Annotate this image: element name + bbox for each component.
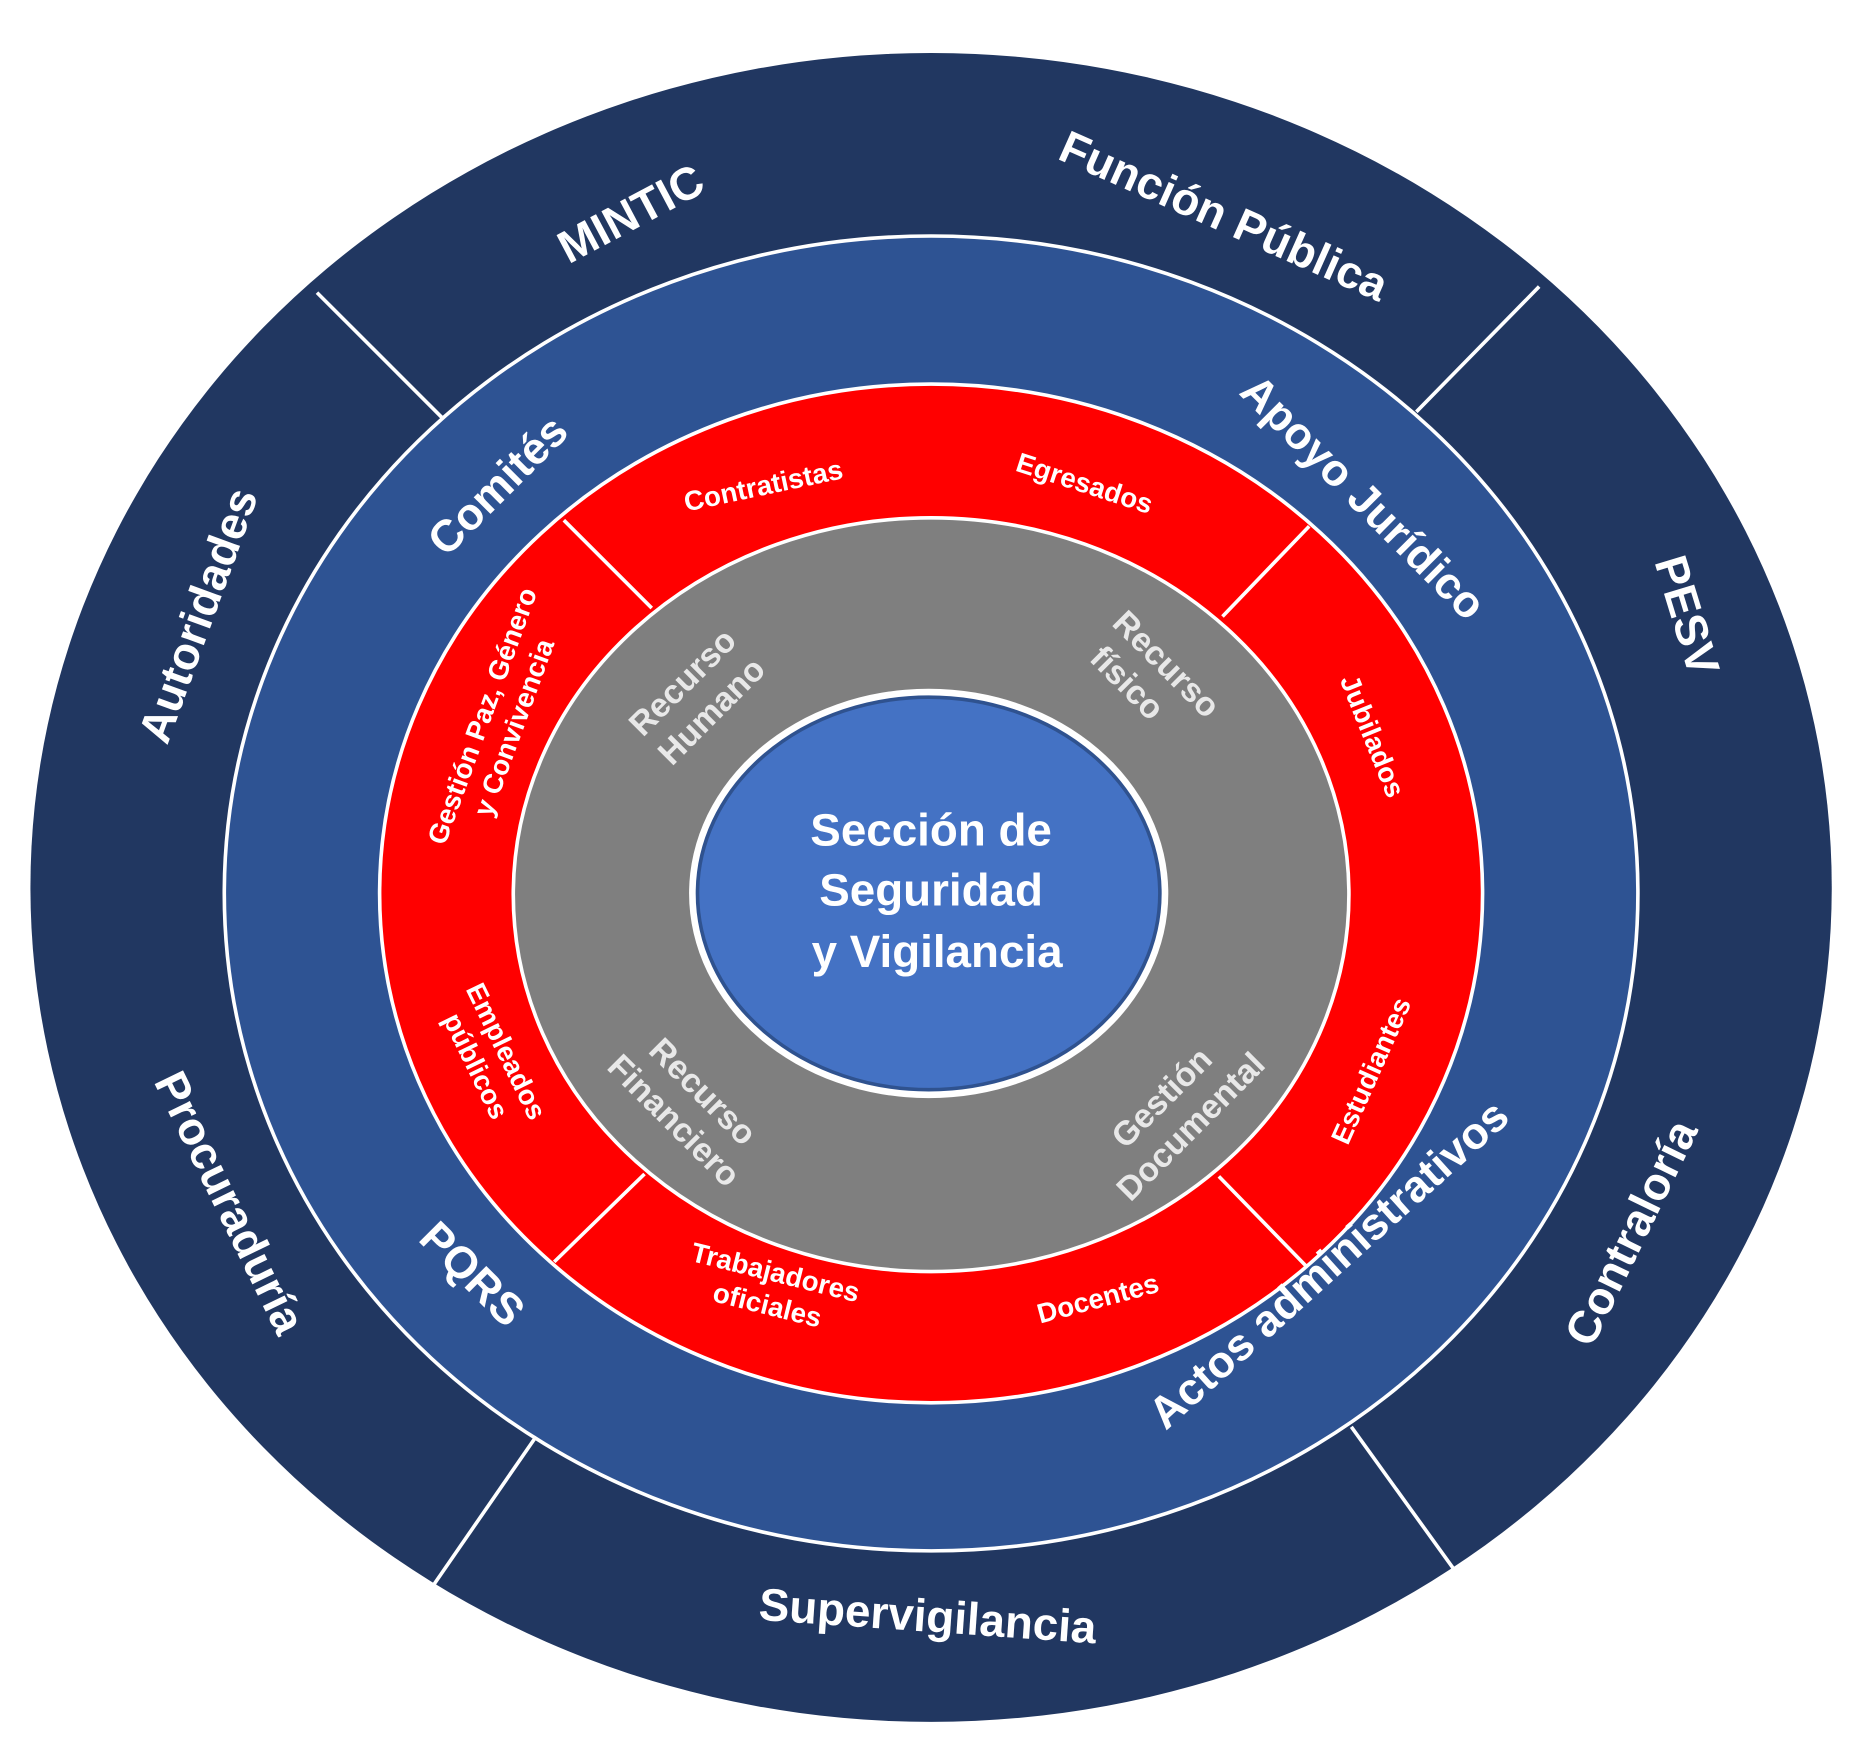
center-title-line1: Sección de [810, 804, 1052, 855]
outer-divider [432, 1435, 538, 1586]
red-divider [1217, 1175, 1309, 1268]
red-divider [562, 518, 654, 610]
center-title-line2: Seguridad [819, 865, 1043, 916]
red-divider [1221, 524, 1311, 618]
center-core [695, 695, 1162, 1092]
center-title-line3: y Vigilancia [812, 926, 1063, 977]
outer-divider [1415, 285, 1541, 414]
outer-divider [1349, 1425, 1456, 1570]
red-divider [552, 1172, 646, 1264]
outer-divider [315, 291, 444, 420]
